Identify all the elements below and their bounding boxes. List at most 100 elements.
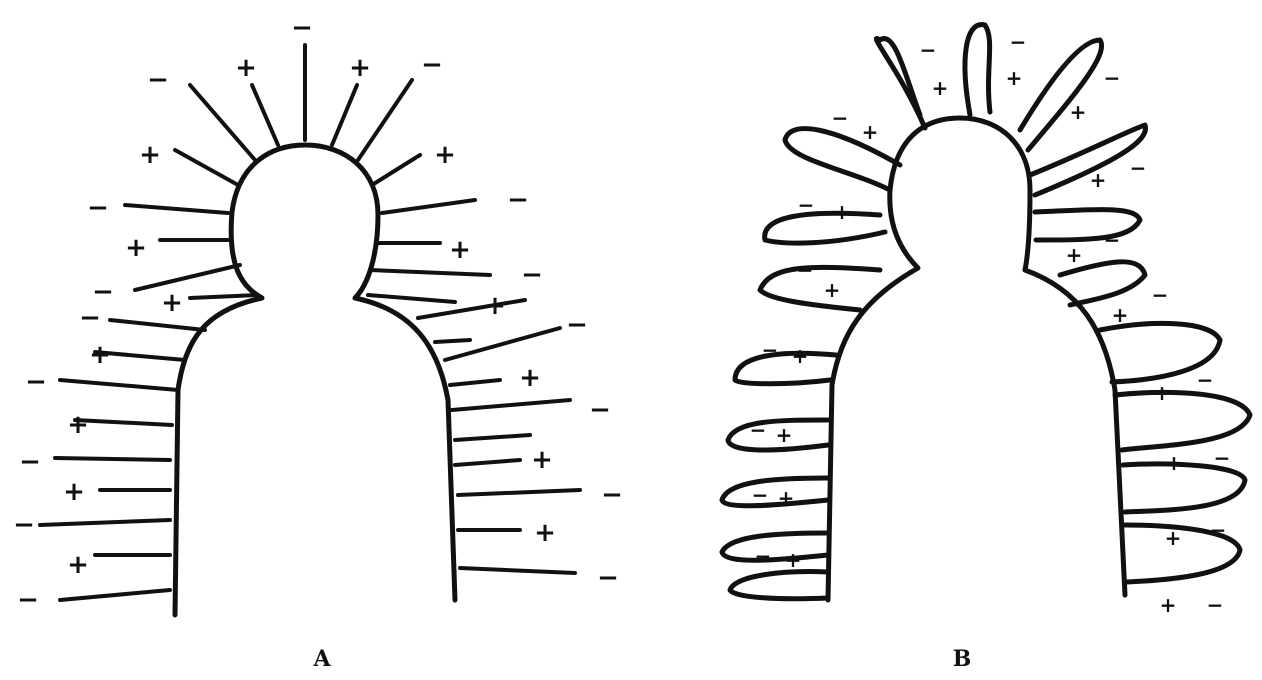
plus-sign: + <box>1006 66 1023 90</box>
field-line <box>332 85 357 145</box>
field-line <box>252 85 278 145</box>
field-line <box>55 458 170 460</box>
field-line <box>370 270 490 275</box>
plus-sign: + <box>834 200 851 224</box>
minus-sign: − <box>752 483 769 507</box>
body-outline-b <box>828 118 1125 600</box>
plus-sign: + <box>862 120 879 144</box>
plus-sign: + <box>1090 168 1107 192</box>
minus-sign: − <box>750 418 767 442</box>
panel-b: −−++−+−++−−+−+−+−+−+−+−+−+−+−+−++− B <box>722 25 1250 672</box>
minus-sign: − <box>1214 446 1231 470</box>
minus-sign: − <box>17 585 39 615</box>
field-line <box>418 300 525 318</box>
field-loop <box>722 533 828 560</box>
plus-sign: + <box>785 548 802 572</box>
minus-sign: − <box>1210 518 1227 542</box>
panel-label-b: B <box>953 646 972 672</box>
minus-sign: − <box>521 260 543 290</box>
plus-sign: + <box>534 518 556 548</box>
field-lines-a <box>40 45 580 600</box>
field-loop <box>730 572 828 599</box>
body-outline-a <box>175 145 455 615</box>
field-line <box>450 380 500 385</box>
field-line <box>40 520 170 525</box>
plus-sign: + <box>67 410 89 440</box>
minus-sign: − <box>13 510 35 540</box>
minus-sign: − <box>1207 593 1224 617</box>
field-loop <box>765 213 885 243</box>
field-line <box>175 150 238 185</box>
field-loop <box>785 129 900 190</box>
plus-sign: + <box>1166 451 1183 475</box>
minus-sign: − <box>507 185 529 215</box>
minus-sign: − <box>147 65 169 95</box>
field-line <box>455 460 520 465</box>
minus-sign: − <box>79 303 101 333</box>
minus-sign: − <box>920 38 937 62</box>
field-loop <box>1020 40 1102 150</box>
plus-sign: + <box>792 344 809 368</box>
field-line <box>110 320 205 330</box>
field-line <box>460 568 575 573</box>
plus-sign: + <box>63 477 85 507</box>
field-loop <box>1035 210 1140 240</box>
plus-sign: + <box>235 53 257 83</box>
field-line <box>372 155 420 185</box>
plus-sign: + <box>1165 526 1182 550</box>
minus-sign: − <box>762 338 779 362</box>
plus-sign: + <box>89 340 111 370</box>
minus-sign: − <box>755 544 772 568</box>
field-line <box>445 328 560 360</box>
charge-loops-b <box>722 25 1250 599</box>
plus-sign: + <box>484 291 506 321</box>
plus-sign: + <box>1066 243 1083 267</box>
plus-sign: + <box>449 235 471 265</box>
field-line <box>60 590 170 600</box>
field-loop <box>722 478 828 506</box>
plus-sign: + <box>1160 593 1177 617</box>
minus-sign: − <box>832 106 849 130</box>
plus-sign: + <box>1154 381 1171 405</box>
plus-sign: + <box>125 233 147 263</box>
field-line <box>190 295 258 298</box>
field-line <box>190 85 255 160</box>
field-line <box>452 400 570 410</box>
minus-sign: − <box>1197 368 1214 392</box>
field-loop <box>965 25 990 115</box>
minus-sign: − <box>589 395 611 425</box>
minus-sign: − <box>797 258 814 282</box>
field-loop <box>735 353 836 383</box>
minus-sign: − <box>566 310 588 340</box>
panel-label-a: A <box>312 646 331 672</box>
field-line <box>455 435 530 440</box>
minus-sign: − <box>1130 156 1147 180</box>
plus-sign: + <box>778 486 795 510</box>
field-line <box>458 490 580 495</box>
minus-sign: − <box>601 480 623 510</box>
minus-sign: − <box>1152 283 1169 307</box>
field-loop <box>1030 125 1146 195</box>
plus-sign: + <box>932 76 949 100</box>
minus-sign: − <box>19 447 41 477</box>
plus-sign: + <box>434 140 456 170</box>
field-line <box>125 205 228 213</box>
field-loop <box>1115 392 1250 450</box>
minus-sign: − <box>25 367 47 397</box>
minus-sign: − <box>421 50 443 80</box>
plus-sign: + <box>531 445 553 475</box>
plus-sign: + <box>349 53 371 83</box>
minus-sign: − <box>291 13 313 43</box>
plus-sign: + <box>776 423 793 447</box>
minus-sign: − <box>798 193 815 217</box>
charge-signs-a: −++−−++−−++−−++−−++−−++−+−−++−− <box>13 13 623 615</box>
plus-sign: + <box>824 278 841 302</box>
field-line <box>382 200 475 213</box>
plus-sign: + <box>519 363 541 393</box>
field-loop <box>1123 464 1245 512</box>
field-loop <box>876 38 925 128</box>
field-line <box>368 295 455 302</box>
plus-sign: + <box>67 550 89 580</box>
